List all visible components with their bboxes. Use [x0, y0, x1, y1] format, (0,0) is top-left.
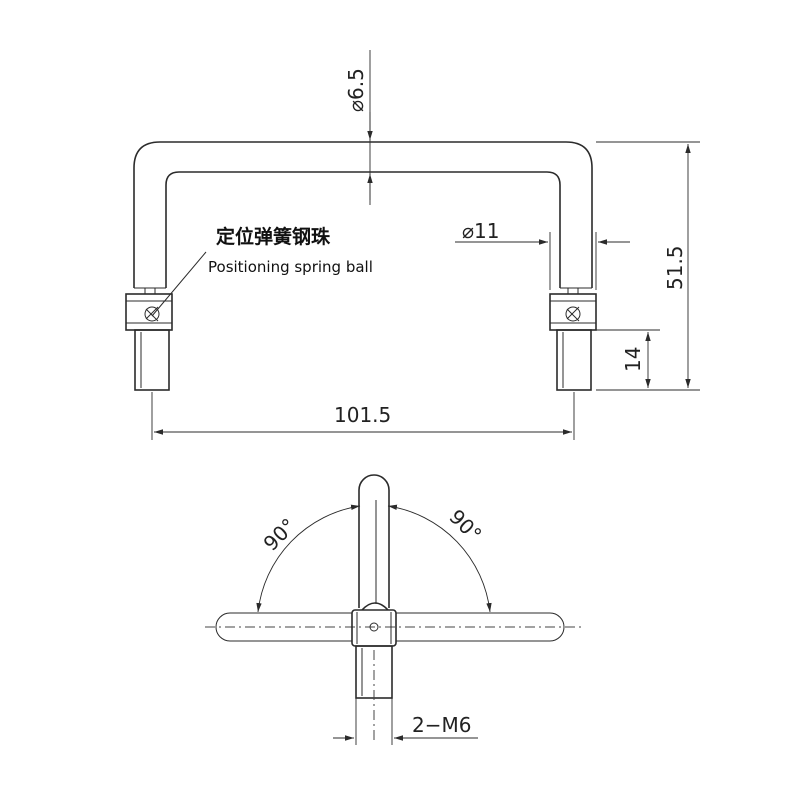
angle-left-label: 90°: [259, 513, 301, 555]
handle-inner-outline: [165, 171, 561, 288]
callout-chinese: 定位弹簧钢珠: [216, 225, 331, 248]
right-pin: [556, 329, 592, 391]
right-spring-ball: [565, 306, 581, 322]
handle-outer-outline: [133, 141, 593, 288]
hub-hole: [369, 622, 379, 632]
right-end-block: [549, 293, 597, 331]
callout-leader: [151, 251, 207, 317]
folded-handle-right: [396, 612, 565, 642]
hub: [351, 609, 397, 647]
left-pin: [134, 329, 170, 391]
angle-right-label: 90°: [444, 505, 486, 547]
height-label: 51.5: [663, 245, 687, 290]
side-view: 90° 90° 2−M6: [205, 474, 585, 745]
left-spring-ball: [144, 306, 160, 322]
pin-length-label: 14: [621, 347, 645, 372]
end-diameter-label: ⌀11: [462, 219, 500, 243]
callout-english: Positioning spring ball: [208, 258, 373, 276]
folded-handle-left: [215, 612, 352, 642]
width-label: 101.5: [334, 403, 391, 427]
front-view: ⌀6.5 ⌀11 51.5 14 101.5 定位弹簧钢珠 Positionin…: [125, 50, 700, 440]
rod-diameter-label: ⌀6.5: [344, 68, 368, 112]
upright-handle: [358, 474, 390, 608]
thread-label: 2−M6: [412, 713, 471, 737]
